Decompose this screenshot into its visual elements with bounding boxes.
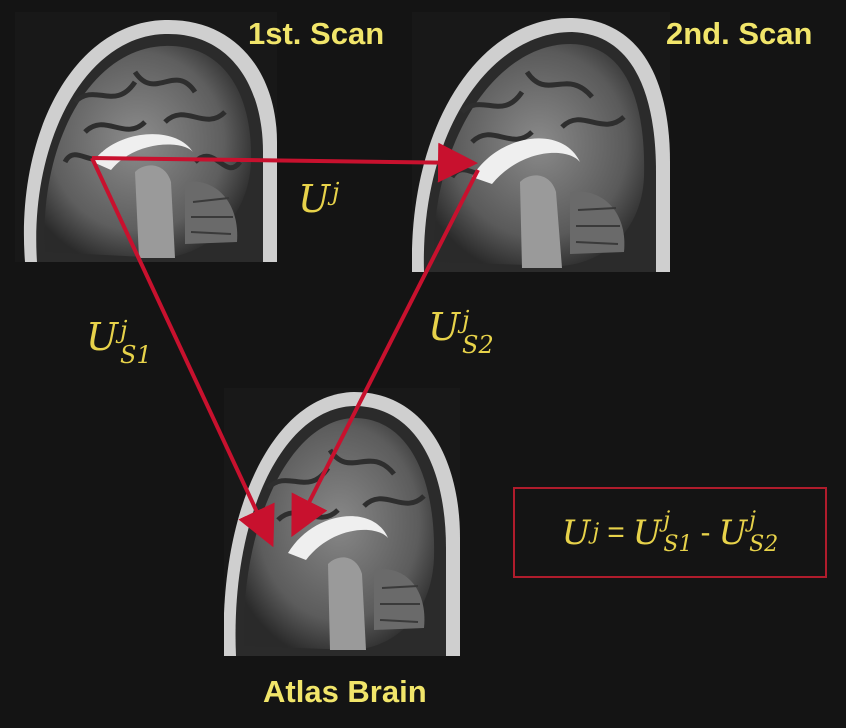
formula-term1-sub: S1 xyxy=(663,533,692,556)
arrow-scan1-to-scan2 xyxy=(92,158,470,163)
second-scan-caption: 2nd. Scan xyxy=(666,16,812,52)
label-u-s2-sup: j xyxy=(462,308,494,333)
first-scan-caption: 1st. Scan xyxy=(248,16,384,52)
formula-term2-base: U xyxy=(719,513,748,553)
formula-lhs-sup: j xyxy=(592,521,599,544)
formula-term2-sub: S2 xyxy=(749,533,778,556)
label-u-j-sup: j xyxy=(332,180,339,205)
formula-minus: - xyxy=(701,516,711,550)
label-u-s2-sub: S2 xyxy=(462,333,494,358)
formula-term1-sup: j xyxy=(663,509,692,532)
label-u-s2-base: U xyxy=(428,305,460,349)
label-u-s1-sup: j xyxy=(120,318,152,343)
formula-term2-sup: j xyxy=(749,509,778,532)
formula-term1-base: U xyxy=(633,513,662,553)
atlas-brain-caption: Atlas Brain xyxy=(263,674,427,710)
formula-equals: = xyxy=(607,516,625,550)
formula-lhs-base: U xyxy=(562,513,591,553)
label-u-s1-base: U xyxy=(86,315,118,359)
label-u-j-base: U xyxy=(298,177,330,221)
label-u-s1-sub: S1 xyxy=(120,343,152,368)
